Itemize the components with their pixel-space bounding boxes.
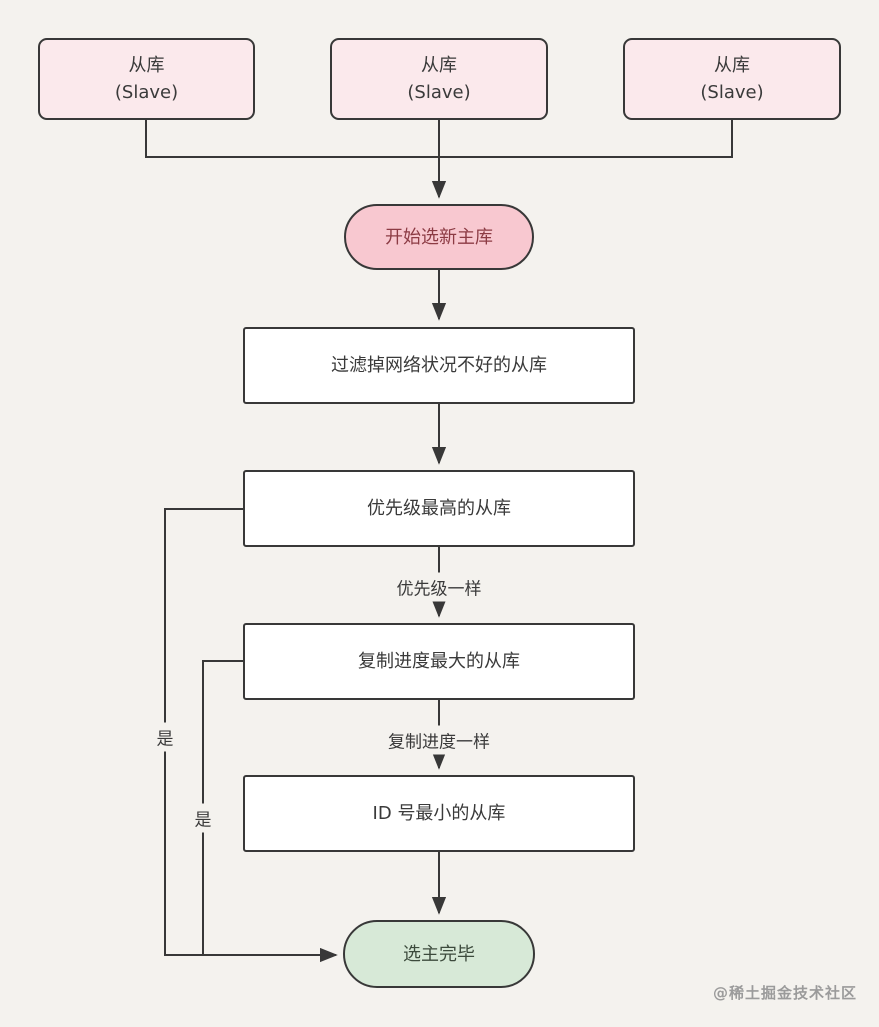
node-slave-3: 从库 (Slave) [623,38,841,120]
edge-label-yes-priority: 是 [148,722,182,752]
node-slave-3-title: 从库 [714,55,750,76]
node-progress-label: 复制进度最大的从库 [358,651,520,672]
node-min-id-label: ID 号最小的从库 [372,803,506,824]
edge-slave3-merge [439,120,733,158]
node-filter-label: 过滤掉网络状况不好的从库 [331,355,547,376]
watermark: @稀土掘金技术社区 [712,984,857,1002]
edge-label-yes-progress: 是 [186,803,220,833]
node-slave-1-title: 从库 [128,55,165,76]
edge-label-same-progress: 复制进度一样 [380,725,498,755]
node-end: 选主完毕 [343,920,535,988]
edge-priority-end [164,508,338,963]
node-slave-3-subtitle: (Slave) [700,82,764,103]
node-slave-2-subtitle: (Slave) [407,82,471,103]
node-end-label: 选主完毕 [403,943,475,965]
node-progress: 复制进度最大的从库 [243,623,635,700]
node-slave-1: 从库 (Slave) [38,38,255,120]
edge-slave1-merge [145,120,439,158]
node-slave-1-subtitle: (Slave) [114,82,179,103]
node-filter: 过滤掉网络状况不好的从库 [243,327,635,404]
node-slave-2: 从库 (Slave) [330,38,548,120]
node-priority: 优先级最高的从库 [243,470,635,547]
node-priority-label: 优先级最高的从库 [367,498,511,519]
node-min-id: ID 号最小的从库 [243,775,635,852]
node-start-label: 开始选新主库 [385,226,493,248]
node-slave-2-title: 从库 [421,55,457,76]
edge-label-same-priority: 优先级一样 [388,572,490,602]
node-start: 开始选新主库 [344,204,534,270]
